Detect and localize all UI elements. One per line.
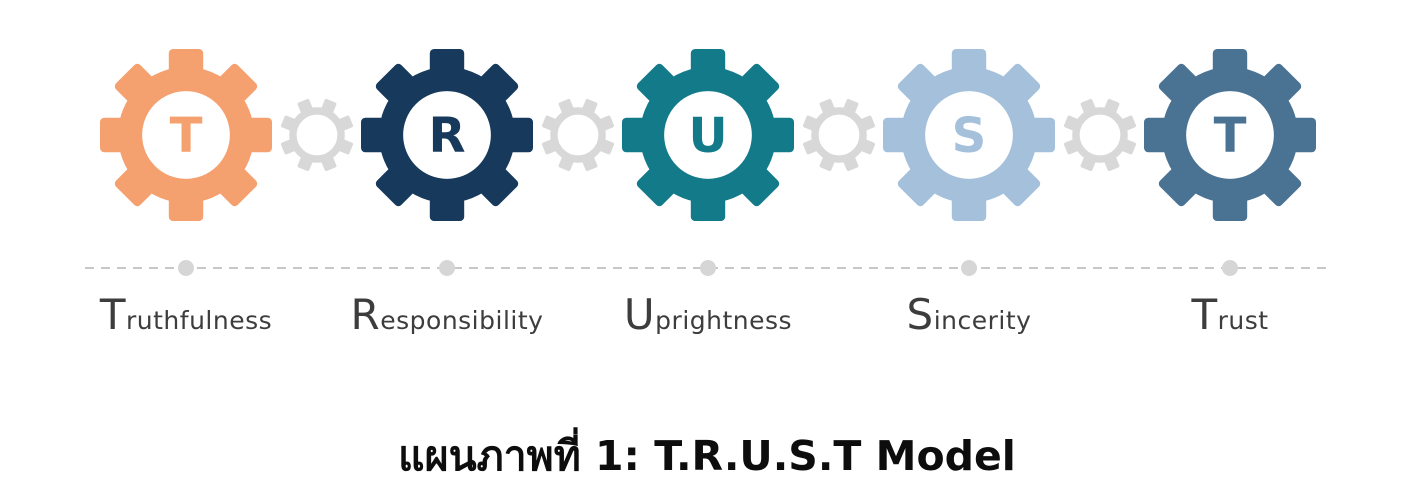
gear-uprightness-icon: U [622, 49, 794, 221]
timeline-dot [439, 260, 455, 276]
connector-gear-icon [280, 98, 354, 172]
label-rest: incerity [933, 306, 1032, 335]
label-initial: S [906, 290, 934, 339]
connector-gear-icon [541, 98, 615, 172]
label-initial: T [1191, 290, 1218, 339]
label-rest: esponsibility [380, 306, 544, 335]
gear-sincerity-icon: S [883, 49, 1055, 221]
connector-gear-icon [1063, 98, 1137, 172]
label-rest: ruthfulness [126, 306, 273, 335]
label-initial: R [350, 290, 381, 339]
gear-letter: T [170, 108, 203, 164]
gear-truthfulness-icon: T [100, 49, 272, 221]
gear-trust-icon: T [1144, 49, 1316, 221]
gear-letter: U [688, 108, 727, 164]
label-initial: U [623, 290, 656, 339]
timeline-dot [961, 260, 977, 276]
gear-responsibility-icon: R [361, 49, 533, 221]
label-initial: T [99, 290, 127, 339]
gear-letter: T [1214, 108, 1247, 164]
gear-letter: R [428, 108, 465, 164]
timeline-dot [700, 260, 716, 276]
label-rest: rust [1217, 306, 1269, 335]
label-rest: prightness [655, 306, 793, 335]
connector-gear-icon [802, 98, 876, 172]
diagram-caption: แผนภาพที่ 1: T.R.U.S.T Model [398, 432, 1016, 480]
gear-letter: S [952, 108, 987, 164]
timeline-dot [178, 260, 194, 276]
timeline-dot [1222, 260, 1238, 276]
